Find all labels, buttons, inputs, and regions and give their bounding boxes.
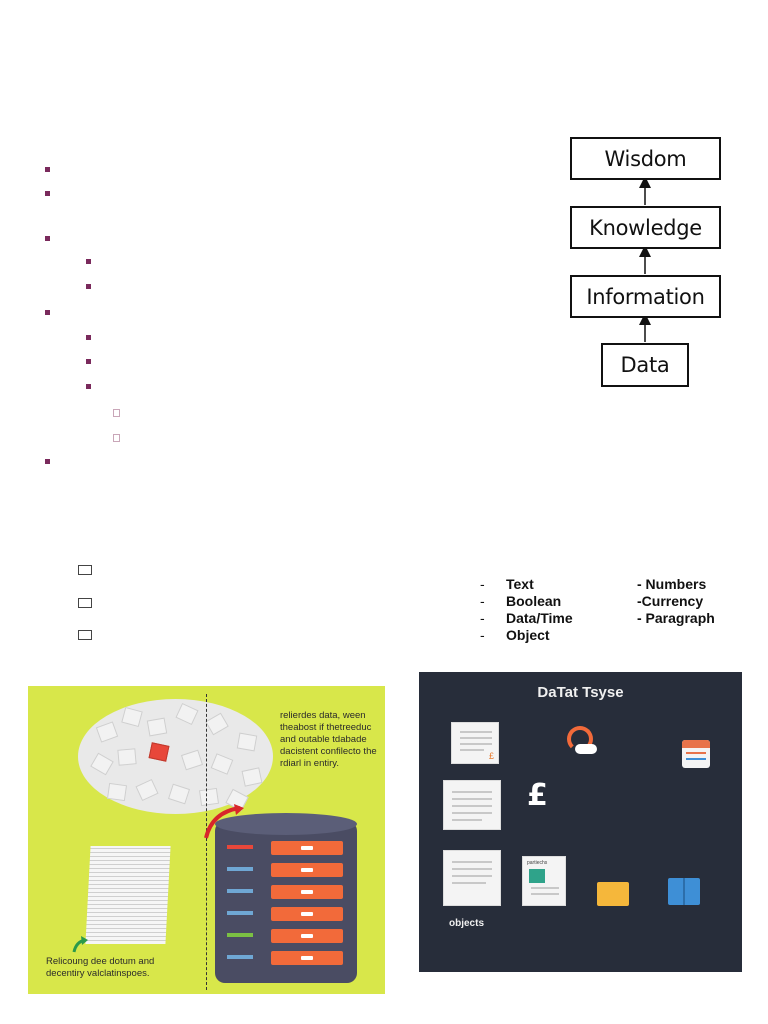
server-led bbox=[227, 911, 253, 915]
server-drawer bbox=[271, 863, 343, 877]
server-led bbox=[227, 867, 253, 871]
red-arrow-icon bbox=[204, 804, 244, 839]
bullet-5 bbox=[45, 459, 50, 464]
server-drawer bbox=[271, 841, 343, 855]
data-type-row: - Boolean -Currency bbox=[480, 593, 704, 609]
pound-icon: £ bbox=[527, 778, 548, 813]
objects-label: objects bbox=[449, 918, 485, 929]
paper-vs-database-illustration: relierdes data, ween theabost if thetree… bbox=[28, 686, 385, 994]
dikw-diagram: Wisdom Knowledge Information Data bbox=[570, 130, 735, 395]
server-drawer bbox=[271, 929, 343, 943]
toggle-icon bbox=[565, 726, 601, 758]
paper-stack bbox=[85, 846, 173, 946]
small-document-icon: partiechs bbox=[522, 856, 566, 906]
bullet-2 bbox=[45, 191, 50, 196]
paper-scrap bbox=[146, 717, 168, 737]
data-types-list: - Text - Numbers - Boolean -Currency - D… bbox=[480, 576, 740, 644]
sub-sub-bullet-2 bbox=[113, 434, 120, 442]
document-icon: £ bbox=[451, 722, 499, 764]
bullet-4 bbox=[45, 310, 50, 315]
server-drawer bbox=[271, 951, 343, 965]
sub-bullet-2 bbox=[86, 284, 91, 289]
data-type-object: Object bbox=[506, 627, 550, 643]
server-led bbox=[227, 955, 253, 959]
server-led bbox=[227, 845, 253, 849]
document-icon bbox=[443, 850, 501, 906]
dashed-divider bbox=[206, 694, 207, 990]
server-drawer bbox=[271, 885, 343, 899]
sub-bullet-3 bbox=[86, 335, 91, 340]
paper-cloud bbox=[78, 694, 273, 819]
caption-right: relierdes data, ween theabost if thetree… bbox=[280, 710, 377, 769]
server-led bbox=[227, 889, 253, 893]
book-icon bbox=[668, 878, 700, 905]
data-type-numbers: - Numbers bbox=[637, 576, 707, 592]
paper-scrap bbox=[106, 782, 128, 802]
paper-scrap bbox=[236, 732, 258, 752]
checkbox-1 bbox=[78, 565, 92, 575]
checkbox-3 bbox=[78, 630, 92, 640]
panel-title: DaTat Tsyse bbox=[537, 684, 624, 701]
bullet-1 bbox=[45, 167, 50, 172]
data-type-row: - Object bbox=[480, 627, 550, 643]
dikw-data: Data bbox=[601, 343, 689, 387]
pound-small-icon: £ bbox=[488, 751, 494, 761]
server-top bbox=[215, 813, 357, 835]
data-types-panel: DaTat Tsyse £ £ partiechs objects bbox=[419, 672, 742, 972]
dikw-wisdom: Wisdom bbox=[570, 137, 721, 180]
document-icon bbox=[443, 780, 501, 830]
paper-scrap bbox=[117, 748, 137, 766]
server-led bbox=[227, 933, 253, 937]
data-type-text: Text bbox=[506, 576, 534, 592]
server-drawer bbox=[271, 907, 343, 921]
dikw-knowledge: Knowledge bbox=[570, 206, 721, 249]
small-doc-label: partiechs bbox=[527, 860, 548, 866]
green-arrow-icon bbox=[72, 936, 88, 953]
clock-icon bbox=[529, 869, 545, 883]
folder-icon bbox=[597, 882, 629, 906]
sub-bullet-4 bbox=[86, 359, 91, 364]
calendar-icon bbox=[682, 740, 710, 768]
dikw-arrows bbox=[639, 176, 651, 342]
data-type-row: - Data/Time - Paragraph bbox=[480, 610, 715, 626]
sub-sub-bullet-1 bbox=[113, 409, 120, 417]
data-type-row: - Text - Numbers bbox=[480, 576, 707, 592]
data-type-boolean: Boolean bbox=[506, 593, 562, 609]
paper-scrap-red bbox=[148, 742, 170, 762]
bullet-3 bbox=[45, 236, 50, 241]
data-type-paragraph: - Paragraph bbox=[637, 610, 715, 626]
checkbox-2 bbox=[78, 598, 92, 608]
dikw-information: Information bbox=[570, 275, 721, 318]
sub-bullet-1 bbox=[86, 259, 91, 264]
sub-bullet-5 bbox=[86, 384, 91, 389]
paper-stack-sheets bbox=[85, 846, 171, 944]
database-server bbox=[215, 813, 357, 983]
data-type-datetime: Data/Time bbox=[506, 610, 573, 626]
caption-bottom: Relicoung dee dotum and decentiry valcla… bbox=[46, 956, 155, 979]
data-type-currency: -Currency bbox=[637, 593, 704, 609]
